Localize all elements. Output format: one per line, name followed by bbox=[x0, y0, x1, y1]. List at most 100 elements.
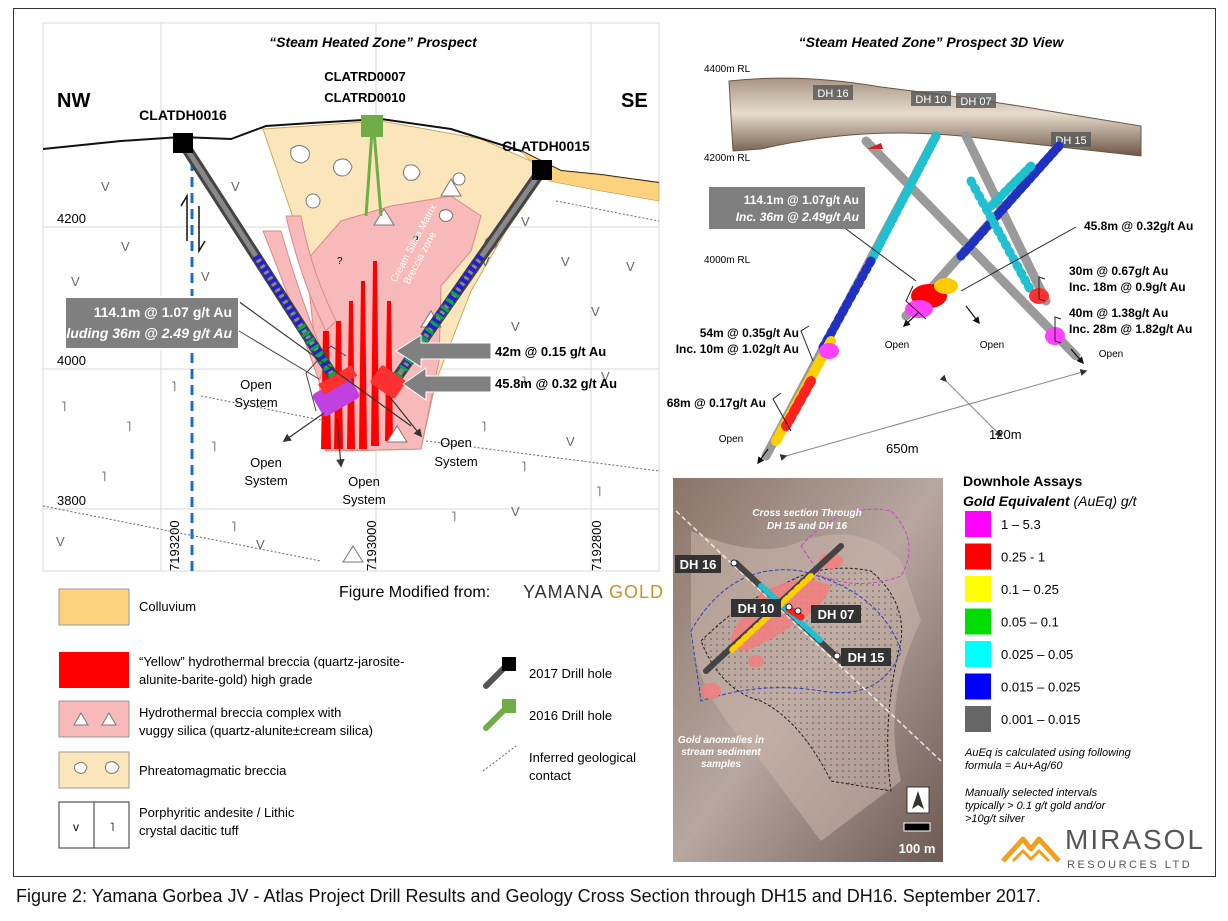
label-clatrd0007: CLATRD0007 bbox=[324, 69, 405, 84]
svg-text:V: V bbox=[121, 239, 130, 254]
legend-sym-l: ˥ bbox=[110, 820, 115, 834]
geology-legend: Colluvium “Yellow” hydrothermal breccia … bbox=[58, 588, 636, 849]
assay-swatch-4 bbox=[965, 641, 991, 667]
arrow-42m bbox=[395, 334, 492, 368]
assay-label-4: 0.025 – 0.05 bbox=[1001, 647, 1073, 662]
open-system-4-b: System bbox=[434, 454, 477, 469]
swatch-yellow-breccia bbox=[59, 652, 129, 688]
open-system-1-a: Open bbox=[240, 377, 272, 392]
assay-note1-line1: AuEq is calculated using following bbox=[964, 747, 1132, 759]
legend-dh2017: 2017 Drill hole bbox=[529, 666, 612, 681]
fault-tick bbox=[237, 300, 412, 427]
credit-brand-gold: GOLD bbox=[609, 582, 664, 602]
map-anom-3: samples bbox=[701, 759, 741, 770]
svg-text:V: V bbox=[591, 304, 600, 319]
hydro-finger-mid bbox=[285, 215, 337, 332]
svg-text:˥: ˥ bbox=[231, 518, 236, 534]
northing-7193000: 7193000 bbox=[364, 520, 379, 571]
open-system-arrows bbox=[282, 395, 423, 468]
3d-dh16: DH 16 bbox=[817, 88, 848, 100]
3d-callout-line1: 114.1m @ 1.07g/t Au bbox=[744, 193, 859, 207]
assay-swatch-2 bbox=[965, 576, 991, 602]
map-dh16: DH 16 bbox=[680, 557, 717, 572]
tuff-symbols: ˥˥˥ ˥˥˥ ˥˥˥ ˥˥ bbox=[61, 373, 601, 534]
map-xsec-2: DH 15 and DH 16 bbox=[767, 521, 847, 532]
svg-text:˥: ˥ bbox=[521, 458, 526, 474]
legend-drill-2017-icon bbox=[483, 657, 516, 689]
map-anom-1: Gold anomalies in bbox=[678, 735, 764, 746]
svg-text:˥: ˥ bbox=[596, 483, 601, 499]
swatch-hydro-breccia bbox=[58, 700, 130, 738]
svg-text:V: V bbox=[231, 179, 240, 194]
question-mark-2: ? bbox=[337, 256, 343, 267]
svg-text:V: V bbox=[626, 259, 635, 274]
svg-text:˥: ˥ bbox=[211, 438, 216, 454]
assay-note2-line2: typically > 0.1 g/t gold and/or bbox=[965, 800, 1107, 812]
assay-swatch-6 bbox=[965, 706, 991, 732]
3d-open-2: Open bbox=[980, 340, 1004, 351]
3d-dh10: DH 10 bbox=[915, 94, 946, 106]
3d-i-30: 30m @ 0.67g/t Au bbox=[1069, 264, 1168, 278]
map-section-line bbox=[675, 510, 942, 762]
assay-note1-line2: formula = Au+Ag/60 bbox=[965, 760, 1063, 772]
3d-main-callout bbox=[709, 187, 865, 229]
3d-dh07: DH 07 bbox=[960, 96, 991, 108]
3d-dh15: DH 15 bbox=[1055, 135, 1086, 147]
3d-i-54b: Inc. 10m @ 1.02g/t Au bbox=[676, 342, 799, 356]
svg-text:V: V bbox=[201, 269, 210, 284]
map-collars bbox=[730, 559, 841, 660]
map-dh07: DH 07 bbox=[818, 607, 855, 622]
open-system-1-b: System bbox=[234, 395, 277, 410]
svg-text:˥: ˥ bbox=[521, 373, 526, 389]
plan-map: Cross section Through DH 15 and DH 16 DH… bbox=[673, 478, 943, 862]
map-anom-2: stream sediment bbox=[681, 747, 761, 758]
svg-text:V: V bbox=[481, 254, 490, 269]
north-arrow-icon bbox=[906, 786, 930, 814]
svg-text:V: V bbox=[511, 319, 520, 334]
legend-contact-1: Inferred geological bbox=[529, 750, 636, 765]
3d-i-68: 68m @ 0.17g/t Au bbox=[667, 396, 766, 410]
label-clatdh0016: CLATDH0016 bbox=[139, 107, 227, 123]
map-label-boxes bbox=[675, 555, 891, 666]
legend-porph-1: Porphyritic andesite / Lithic bbox=[139, 805, 295, 820]
svg-text:˥: ˥ bbox=[451, 508, 456, 524]
map-dh15: DH 15 bbox=[848, 650, 885, 665]
3d-open-3: Open bbox=[1099, 349, 1123, 360]
3d-dimensions bbox=[779, 369, 1088, 461]
view3d-title: “Steam Heated Zone” Prospect 3D View bbox=[799, 34, 1065, 50]
open-system-2-b: System bbox=[244, 473, 287, 488]
mirasol-logo: MIRASOL RESOURCES LTD bbox=[1001, 824, 1205, 871]
question-mark-1: ? bbox=[413, 235, 419, 246]
assay-note2-line1: Manually selected intervals bbox=[965, 787, 1098, 799]
drill-hole-2016 bbox=[361, 115, 383, 217]
open-system-3-a: Open bbox=[348, 474, 380, 489]
assay-swatch-1 bbox=[965, 543, 991, 570]
3d-i-458: 45.8m @ 0.32g/t Au bbox=[1084, 219, 1193, 233]
svg-text:V: V bbox=[56, 534, 65, 549]
3d-i-40: 40m @ 1.38g/t Au bbox=[1069, 306, 1168, 320]
rl-4000: 4000m RL bbox=[704, 255, 751, 266]
credit-prefix: Figure Modified from: bbox=[339, 584, 490, 601]
assay-legend-subtitle: Gold Equivalent (AuEq) g/t bbox=[963, 493, 1138, 509]
elev-3800: 3800 bbox=[57, 493, 86, 508]
credit-brand-yamana: YAMANA bbox=[523, 582, 604, 602]
legend-contact-2: contact bbox=[529, 768, 571, 783]
svg-text:˥: ˥ bbox=[171, 378, 176, 394]
callout-main-line1: 114.1m @ 1.07 g/t Au bbox=[94, 304, 232, 320]
assay-legend-items: 1 – 5.30.25 - 10.1 – 0.250.05 – 0.10.025… bbox=[965, 511, 1081, 732]
legend-sym-v: v bbox=[73, 820, 79, 834]
3d-leaders bbox=[772, 226, 1077, 432]
logo-name: MIRASOL bbox=[1065, 824, 1205, 855]
svg-text:V: V bbox=[71, 274, 80, 289]
legend-drill-2016-icon bbox=[483, 699, 516, 731]
3d-open-arrows bbox=[757, 305, 1084, 465]
3d-callout-line2: Inc. 36m @ 2.49g/t Au bbox=[736, 210, 860, 224]
cross-section: “Steam Heated Zone” Prospect NW SE 4200 … bbox=[42, 22, 660, 572]
elev-4000: 4000 bbox=[57, 353, 86, 368]
3d-dist-120: 120m bbox=[989, 427, 1022, 442]
svg-text:V: V bbox=[561, 254, 570, 269]
legend-phreato: Phreatomagmatic breccia bbox=[139, 763, 287, 778]
assay-swatch-5 bbox=[965, 673, 991, 700]
arrow-45m bbox=[402, 367, 492, 401]
assay-label-3: 0.05 – 0.1 bbox=[1001, 615, 1059, 630]
